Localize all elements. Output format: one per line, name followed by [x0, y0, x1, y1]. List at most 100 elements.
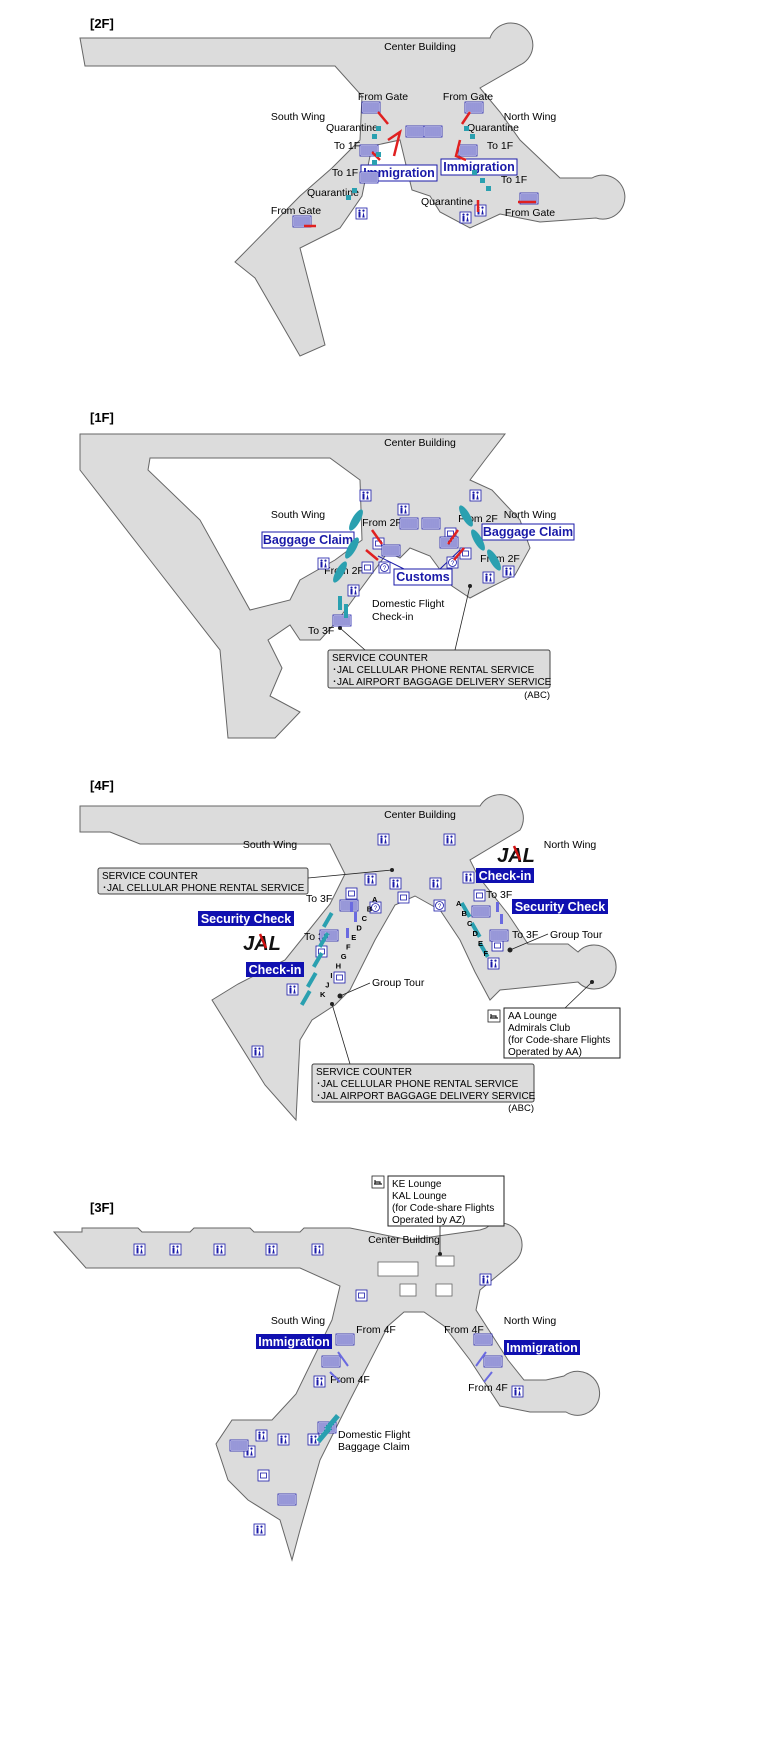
escalator-icon	[489, 929, 509, 942]
counter-letter-south-b: B	[367, 905, 373, 914]
south-wing-label-2f: South Wing	[271, 111, 325, 123]
escalator-icon	[321, 1355, 341, 1368]
group-tour-label-4f-north: Group Tour	[550, 929, 603, 941]
jal-logo-south: JAL	[243, 933, 281, 955]
check-in-box-4f-north	[476, 868, 534, 883]
escalator-icon	[277, 1493, 297, 1506]
phone-icon	[355, 1289, 368, 1302]
floor-outline-4f	[79, 794, 617, 1122]
north-wing-label-3f: North Wing	[504, 1315, 557, 1327]
phone-icon	[397, 891, 410, 904]
counter-letter-north-a: A	[456, 899, 462, 908]
counter-letter-south-j: J	[325, 981, 329, 990]
to-3f-label-1f: To 3F	[308, 625, 334, 637]
phone-icon	[473, 889, 486, 902]
phone-icon	[491, 939, 504, 952]
restroom-icon	[317, 557, 330, 570]
escalator-icon	[473, 1333, 493, 1346]
quarantine-label-2f-c: Quarantine	[307, 187, 359, 199]
ke-lounge-box	[387, 1175, 505, 1227]
domestic-baggage-label-line1: Domestic Flight	[338, 1429, 410, 1441]
restroom-icon	[311, 1243, 324, 1256]
restroom-icon	[347, 584, 360, 597]
restroom-icon	[502, 565, 515, 578]
to-3f-label-4f-d: To 3F	[512, 929, 538, 941]
restroom-icon	[213, 1243, 226, 1256]
escalator-icon	[399, 517, 419, 530]
restroom-icon	[359, 489, 372, 502]
escalator-icon	[483, 1355, 503, 1368]
aa-lounge-box	[503, 1007, 621, 1059]
escalator-icon	[332, 614, 352, 627]
from-4f-label-3f-d: From 4F	[468, 1382, 508, 1394]
jal-logo-mark	[258, 933, 268, 949]
service-counter-leaders-1f	[339, 585, 471, 651]
floor-outline-3f	[52, 1222, 601, 1562]
aa-lounge-line4: Operated by AA)	[508, 1047, 582, 1058]
escalator-icon	[423, 125, 443, 138]
restroom-icon	[313, 1375, 326, 1388]
phone-icon	[345, 887, 358, 900]
baggage-claim-label-1f-south: Baggage Claim	[263, 533, 353, 547]
north-wing-label-4f: North Wing	[544, 839, 597, 851]
south-wing-label-4f: South Wing	[243, 839, 297, 851]
restroom-icon	[169, 1243, 182, 1256]
service-counter-box-4f-top	[97, 867, 309, 895]
restroom-icon	[251, 1045, 264, 1058]
from-2f-label-1f-d: From 2F	[480, 553, 520, 565]
customs-label-1f: Customs	[396, 570, 450, 584]
security-check-box-4f-south	[198, 911, 294, 926]
escalator-icon	[361, 101, 381, 114]
restroom-icon	[255, 1429, 268, 1442]
restroom-icon	[469, 489, 482, 502]
check-in-box-4f-south	[246, 962, 304, 977]
quarantine-booths-2f	[346, 126, 491, 200]
counter-letter-south-i: I	[330, 971, 332, 980]
restroom-icon	[355, 207, 368, 220]
service-counter-item2-1f: ･JAL AIRPORT BAGGAGE DELIVERY SERVICE	[332, 677, 552, 688]
restroom-icon	[133, 1243, 146, 1256]
restroom-icon	[397, 503, 410, 516]
immigration-label-2f-north: Immigration	[443, 160, 515, 174]
north-wing-label-1f: North Wing	[504, 509, 557, 521]
to-1f-label-2f-d: To 1F	[501, 174, 527, 186]
service-point-marker	[468, 584, 472, 588]
from-gate-label-2f-b: From Gate	[443, 91, 493, 103]
jal-logo-north: JAL	[497, 845, 535, 867]
escalator-icon	[339, 899, 359, 912]
abc-label-1f: (ABC)	[524, 690, 550, 701]
lounge-marker	[438, 1252, 442, 1256]
to-1f-label-2f-b: To 1F	[332, 167, 358, 179]
baggage-carousels-1f	[333, 505, 501, 618]
counter-letter-south-g: G	[341, 952, 347, 961]
escalator-icon	[335, 1333, 355, 1346]
aa-lounge-line3: (for Code-share Flights	[508, 1035, 610, 1046]
counter-letter-north-d: D	[473, 929, 479, 938]
from-gate-label-2f-a: From Gate	[358, 91, 408, 103]
restroom-icon	[482, 571, 495, 584]
phone-icon	[361, 561, 374, 574]
service-counter-item2-4f: ･JAL AIRPORT BAGGAGE DELIVERY SERVICE	[316, 1091, 536, 1102]
center-building-label-4f: Center Building	[384, 809, 456, 821]
counter-letter-south-h: H	[336, 962, 341, 971]
service-counter-item1-4f: ･JAL CELLULAR PHONE RENTAL SERVICE	[316, 1079, 519, 1090]
center-building-features-3f	[377, 1255, 455, 1297]
group-tour-marker	[337, 993, 343, 999]
floor-outline-1f	[79, 433, 531, 739]
immigration-box-3f-north	[504, 1340, 580, 1355]
restroom-icon	[389, 877, 402, 890]
service-counter-title-4f-top: SERVICE COUNTER	[102, 871, 198, 882]
south-wing-label-1f: South Wing	[271, 509, 325, 521]
ke-lounge-line3: (for Code-share Flights	[392, 1203, 494, 1214]
immigration-label-3f-south: Immigration	[258, 1335, 330, 1349]
from-4f-label-3f-a: From 4F	[356, 1324, 396, 1336]
aa-lounge-line1: AA Lounge	[508, 1011, 557, 1022]
service-counter-box-1f	[327, 649, 551, 689]
counter-letter-south-a: A	[372, 895, 378, 904]
domestic-carousel-3f	[316, 1414, 340, 1444]
security-check-box-4f-north	[512, 899, 608, 914]
domestic-baggage-label-line2: Baggage Claim	[338, 1441, 410, 1453]
escalator-icon	[229, 1439, 249, 1452]
restroom-icon	[487, 957, 500, 970]
